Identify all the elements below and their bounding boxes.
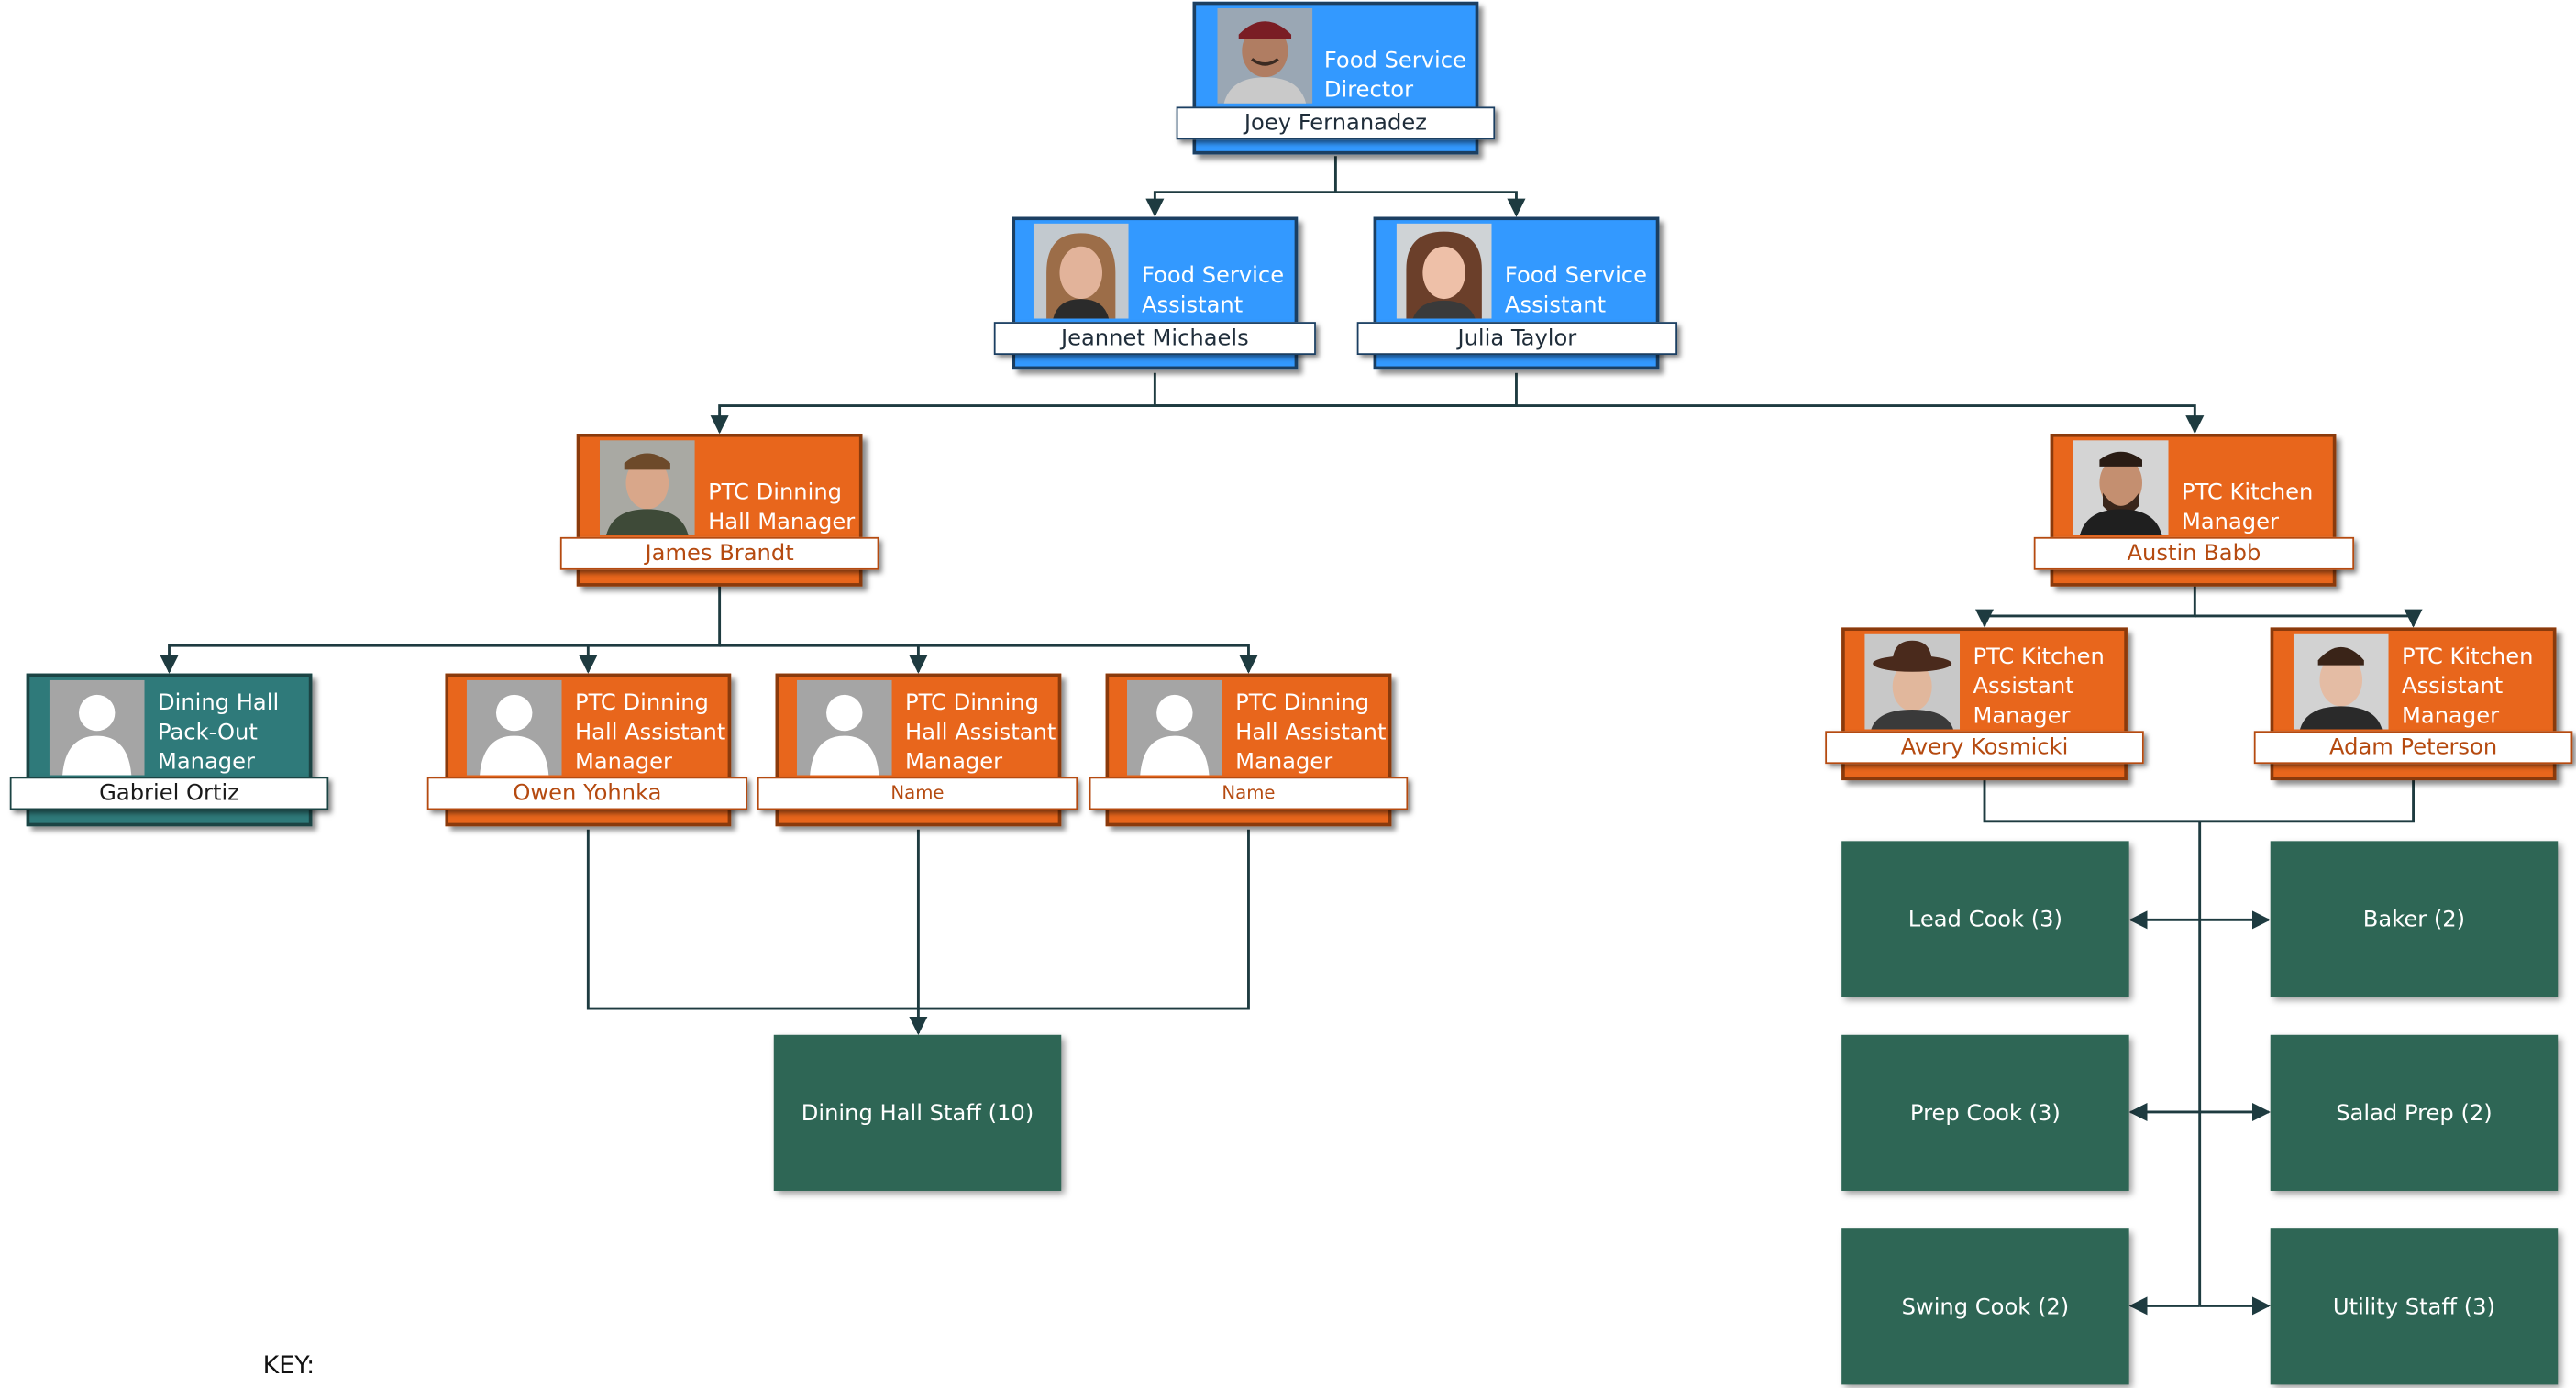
person-photo-icon xyxy=(1033,223,1129,319)
role-title: PTC Dinning Hall Assistant Manager xyxy=(1235,689,1387,776)
role-title: PTC Kitchen Assistant Manager xyxy=(1973,644,2105,730)
person-name: Gabriel Ortiz xyxy=(9,777,329,810)
key-label: KEY: xyxy=(262,1349,315,1381)
person-photo-icon xyxy=(1217,7,1313,104)
person-name: Name xyxy=(1089,777,1409,810)
role-title: Dining Hall Pack-Out Manager xyxy=(157,689,280,776)
person-name: Avery Kosmicki xyxy=(1825,731,2144,765)
packout-manager-card[interactable]: Dining Hall Pack-Out Manager xyxy=(26,673,313,827)
staff-box-salad-prep[interactable]: Salad Prep (2) xyxy=(2270,1034,2559,1191)
role-title: PTC Dinning Hall Assistant Manager xyxy=(574,689,726,776)
person-name: Joey Fernanadez xyxy=(1176,106,1496,140)
default-avatar-icon xyxy=(49,679,145,776)
person-name: James Brandt xyxy=(559,536,879,570)
person-name: Jeannet Michaels xyxy=(993,322,1316,356)
default-avatar-icon xyxy=(466,679,562,776)
staff-box-prep-cook[interactable]: Prep Cook (3) xyxy=(1841,1034,2129,1191)
person-name: Name xyxy=(757,777,1078,810)
person-photo-icon xyxy=(2293,633,2389,730)
role-title: PTC Kitchen Assistant Manager xyxy=(2402,644,2534,730)
person-name: Adam Peterson xyxy=(2253,731,2573,765)
person-name: Julia Taylor xyxy=(1356,322,1678,356)
role-title: Food Service Assistant xyxy=(1142,262,1285,319)
role-title: PTC Dinning Hall Assistant Manager xyxy=(905,689,1056,776)
person-photo-icon xyxy=(1864,633,1961,730)
person-name: Owen Yohnka xyxy=(426,777,748,810)
role-title: PTC Dinning Hall Manager xyxy=(708,479,856,536)
staff-box-utility-staff[interactable]: Utility Staff (3) xyxy=(2270,1228,2559,1385)
staff-box-lead-cook[interactable]: Lead Cook (3) xyxy=(1841,841,2129,997)
role-title: Food Service Director xyxy=(1323,47,1466,104)
staff-box-dining-hall[interactable]: Dining Hall Staff (10) xyxy=(773,1034,1062,1191)
staff-box-swing-cook[interactable]: Swing Cook (2) xyxy=(1841,1228,2129,1385)
person-photo-icon xyxy=(1396,223,1492,319)
person-photo-icon xyxy=(599,440,695,536)
role-title: PTC Kitchen Manager xyxy=(2181,479,2314,536)
default-avatar-icon xyxy=(1126,679,1222,776)
person-name: Austin Babb xyxy=(2033,536,2355,570)
role-title: Food Service Assistant xyxy=(1504,262,1647,319)
person-photo-icon xyxy=(2073,440,2169,536)
staff-box-baker[interactable]: Baker (2) xyxy=(2270,841,2559,997)
default-avatar-icon xyxy=(796,679,892,776)
